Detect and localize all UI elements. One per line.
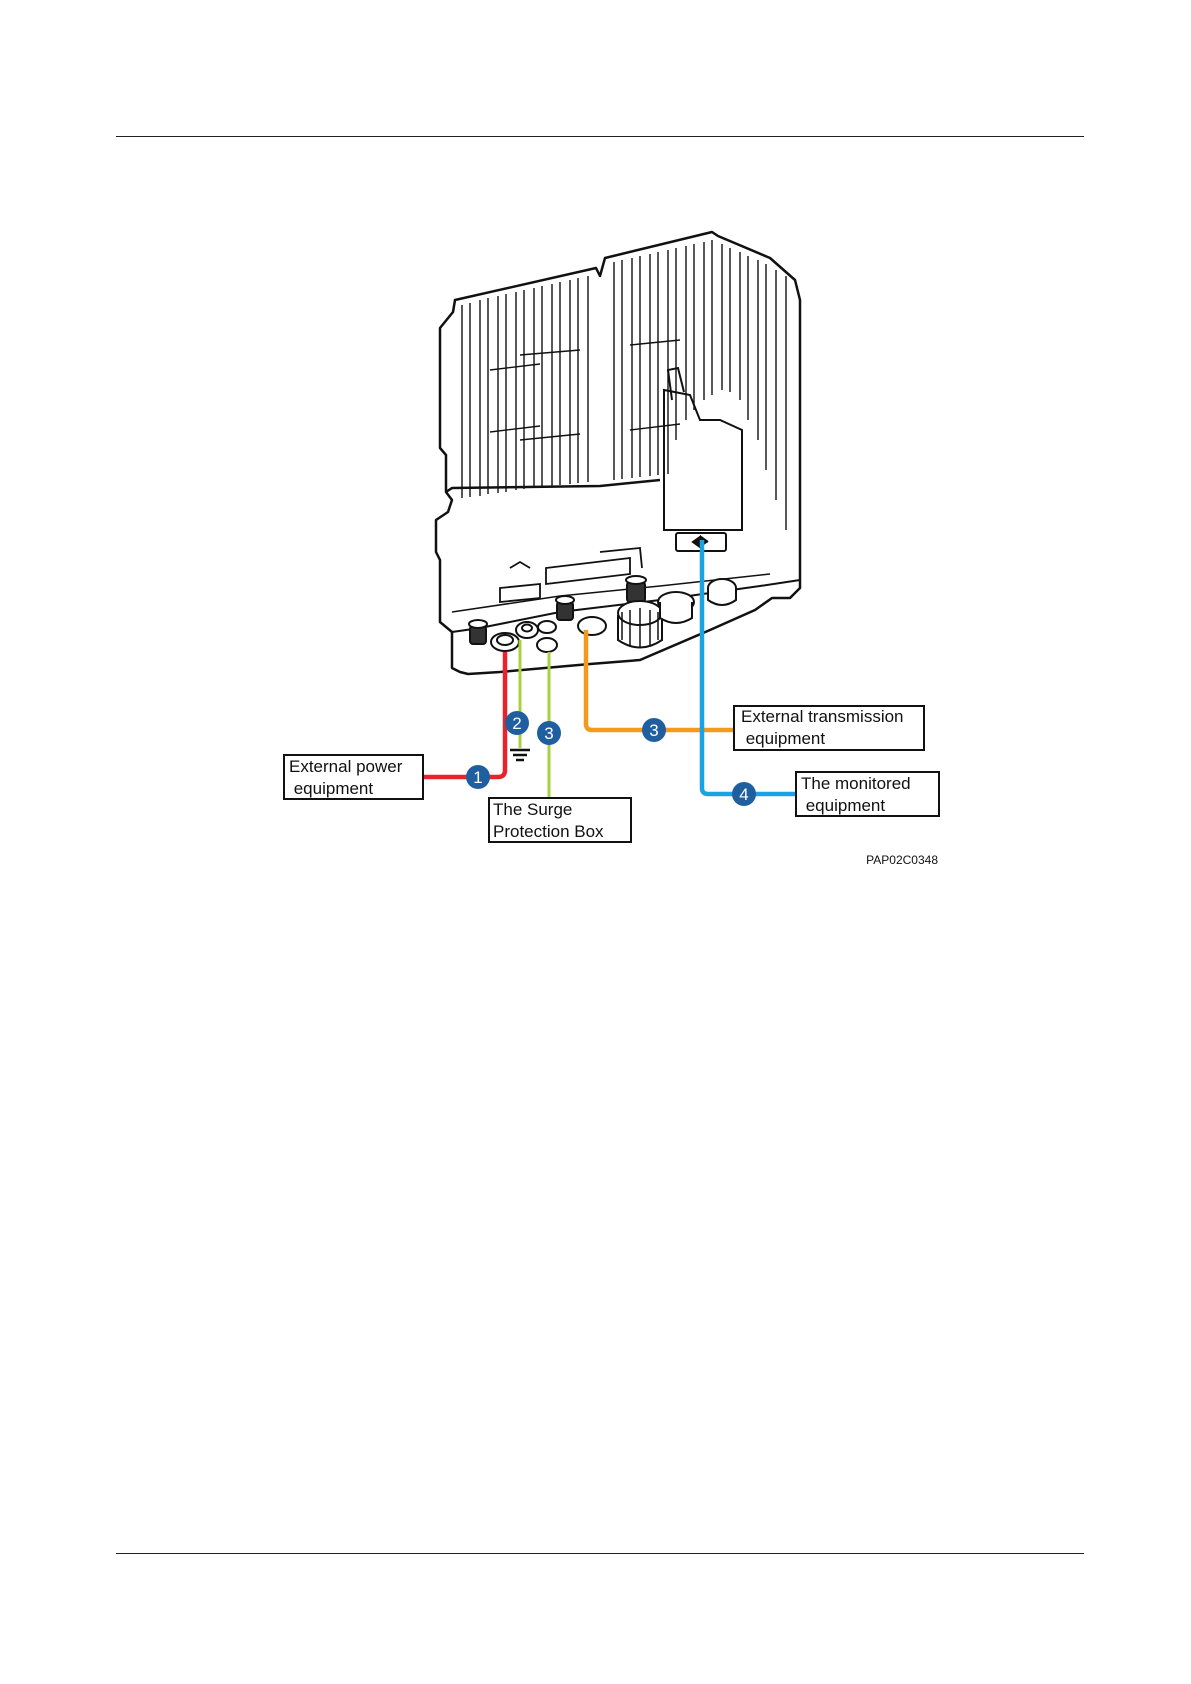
callout-1: 1 [466,765,490,789]
callout-2: 2 [505,711,529,735]
callout-4: 4 [732,782,756,806]
bottom-panel [500,548,642,602]
callout-4-number: 4 [739,785,748,804]
ground-symbol [510,750,530,760]
label-monitored: The monitored equipment [796,772,939,816]
label-monitored-line1: The monitored [801,774,911,793]
callout-1-number: 1 [473,768,482,787]
callout-3-transmission: 3 [642,718,666,742]
monitoring-cable [702,540,800,794]
connector-transmission [556,596,606,635]
label-surge-box-line1: The Surge [493,800,572,819]
label-external-transmission: External transmission equipment [734,706,924,750]
connector-right-1 [658,592,694,623]
connector-surge [537,621,557,652]
connector-power [491,633,519,651]
callout-2-number: 2 [512,714,521,733]
label-surge-box-line2: Protection Box [493,822,604,841]
label-external-power-line2: equipment [289,779,373,798]
label-external-power: External power equipment [284,755,423,799]
connector-right-2 [708,579,736,605]
cables [424,540,800,800]
label-monitored-line2: equipment [801,796,885,815]
callout-3-surge: 3 [537,721,561,745]
label-external-transmission-line1: External transmission [741,707,904,726]
label-external-power-line1: External power [289,757,403,776]
transmission-cable [586,630,734,730]
label-external-transmission-line2: equipment [741,729,825,748]
power-cable [424,652,505,777]
connector-pgnd [516,622,538,638]
callout-3-transmission-number: 3 [649,721,658,740]
equipment-cabinet-illustration [436,232,800,674]
figure-code: PAP02C0348 [866,853,938,867]
connector-left [469,620,487,644]
label-surge-box: The Surge Protection Box [489,798,631,842]
callout-3-surge-number: 3 [544,724,553,743]
